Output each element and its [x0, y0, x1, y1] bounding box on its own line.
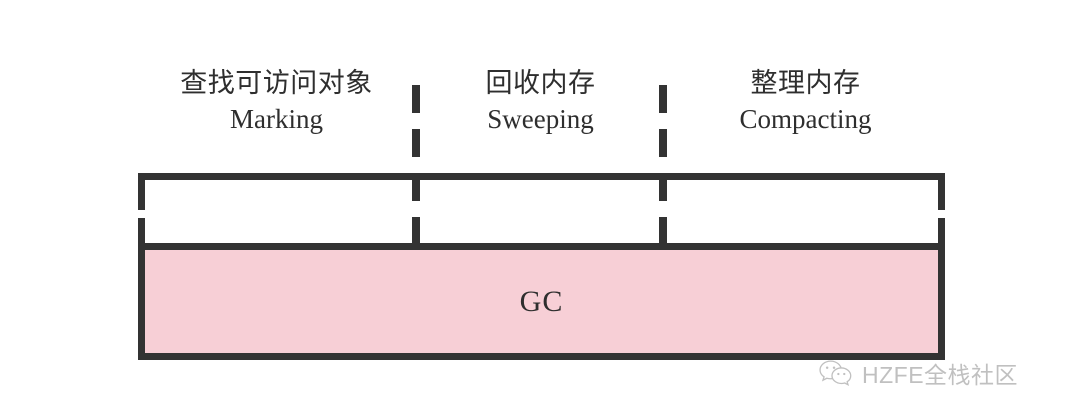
- phase-label-cn: 回收内存: [485, 68, 596, 98]
- phase-divider-1: [412, 85, 420, 248]
- phase-label-sweeping: 回收内存 Sweeping: [419, 68, 662, 136]
- phase-divider-2: [659, 85, 667, 248]
- bracket-right-leg-lower: [938, 218, 945, 248]
- phase-label-en: Sweeping: [487, 103, 594, 134]
- bracket-left-leg-lower: [138, 218, 145, 248]
- bracket-top-rail: [138, 173, 945, 180]
- phase-label-marking: 查找可访问对象 Marking: [138, 68, 415, 136]
- phase-label-en: Compacting: [739, 103, 872, 134]
- watermark-text: HZFE全栈社区: [862, 362, 1019, 388]
- phase-label-cn: 整理内存: [750, 68, 861, 98]
- watermark: HZFE全栈社区: [818, 356, 1018, 390]
- phase-label-en: Marking: [230, 103, 323, 134]
- phase-label-cn: 查找可访问对象: [180, 68, 373, 98]
- wechat-icon: [818, 358, 854, 388]
- gc-block-label: GC: [519, 284, 564, 318]
- bracket-right-leg-upper: [938, 180, 945, 210]
- bracket-left-leg-upper: [138, 180, 145, 210]
- phase-label-compacting: 整理内存 Compacting: [666, 68, 945, 136]
- gc-block: GC: [138, 243, 945, 360]
